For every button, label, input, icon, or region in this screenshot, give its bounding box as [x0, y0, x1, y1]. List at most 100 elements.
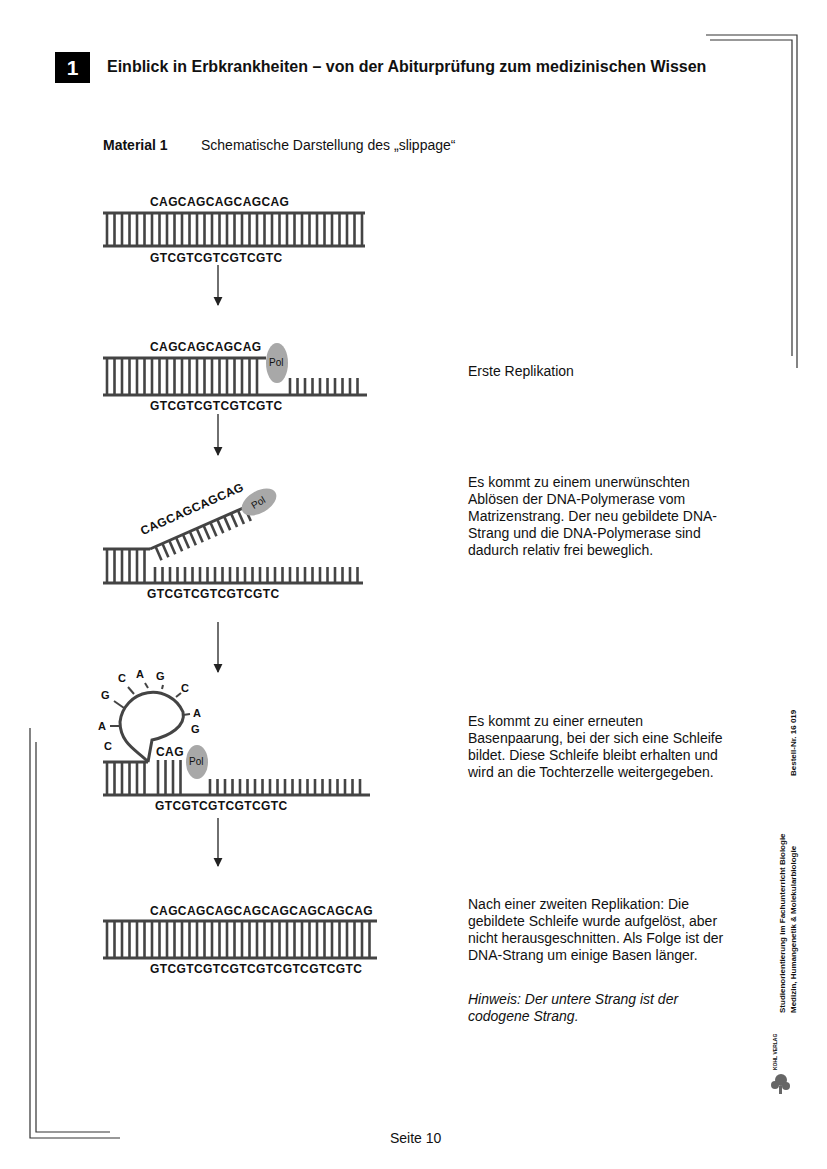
base-pair — [296, 567, 299, 583]
loop-base: C — [181, 682, 189, 694]
base-pair — [121, 549, 124, 583]
base-pair — [176, 567, 179, 583]
base-pair — [106, 921, 109, 958]
base-pair — [158, 358, 161, 395]
base-pair — [319, 378, 322, 395]
base-pair — [341, 567, 344, 583]
base-pair — [261, 779, 264, 795]
base-pair — [356, 378, 359, 395]
base-pair — [359, 779, 362, 795]
base-pair — [172, 760, 175, 795]
base-pair — [278, 213, 281, 246]
step-description: Es kommt zu einer erneuten Basenpaarung,… — [468, 713, 736, 781]
material-caption: Schematische Darstellung des „slippage“ — [201, 137, 455, 154]
base-pair — [221, 567, 224, 583]
loop-base: G — [156, 670, 165, 682]
base-pair — [155, 547, 161, 561]
dna-sequence: GTCGTCGTCGTCGTC — [150, 251, 283, 265]
base-pair — [196, 358, 199, 395]
base-pair — [143, 921, 146, 958]
base-pair — [218, 921, 221, 958]
base-pair — [326, 378, 329, 395]
base-pair — [293, 921, 296, 958]
base-pair — [338, 921, 341, 958]
base-pair — [284, 779, 287, 795]
base-pair — [353, 213, 356, 246]
base-pair — [248, 921, 251, 958]
base-pair — [183, 535, 189, 549]
base-pair — [161, 567, 164, 583]
polymerase-label: Pol — [189, 756, 203, 767]
base-pair — [211, 358, 214, 395]
base-pair — [196, 921, 199, 958]
publisher-logo — [771, 1074, 790, 1094]
base-pair — [331, 921, 334, 958]
base-pair — [181, 921, 184, 958]
base-pair — [128, 213, 131, 246]
base-pair — [316, 921, 319, 958]
step-description: Es kommt zu einem unerwünschten Ablösen … — [468, 474, 736, 559]
base-pair — [321, 779, 324, 795]
base-pair — [231, 513, 237, 527]
base-pair — [329, 779, 332, 795]
base-pair — [281, 567, 284, 583]
base-pair — [211, 213, 214, 246]
base-pair — [263, 921, 266, 958]
base-pair — [121, 921, 124, 958]
base-pair — [164, 760, 167, 795]
dna-sequence: GTCGTCGTCGTCGTC — [155, 799, 288, 813]
base-pair — [136, 921, 139, 958]
base-pair — [351, 779, 354, 795]
base-pair — [254, 779, 257, 795]
base-pair — [256, 213, 259, 246]
base-pair — [301, 921, 304, 958]
dna-sequence: CAG — [156, 745, 184, 759]
base-pair — [248, 358, 251, 395]
base-pair — [293, 213, 296, 246]
loop-stems — [110, 683, 190, 726]
base-pair — [113, 549, 116, 583]
base-pair — [151, 358, 154, 395]
base-pair — [331, 213, 334, 246]
dna-sequence: CAGCAGCAGCAGCAGCAGCAGCAG — [150, 904, 373, 918]
base-pair — [190, 531, 196, 545]
base-pair — [271, 921, 274, 958]
base-pair — [136, 549, 139, 583]
base-pair — [166, 921, 169, 958]
base-pair — [233, 213, 236, 246]
dna-ladders — [103, 213, 377, 958]
base-pair — [304, 378, 307, 395]
base-pair — [361, 213, 364, 246]
base-pair — [113, 358, 116, 395]
step-description: Erste Replikation — [468, 363, 574, 380]
base-pair — [206, 567, 209, 583]
base-pair — [311, 378, 314, 395]
base-pair — [151, 921, 154, 958]
base-pair — [349, 378, 352, 395]
base-pair — [218, 358, 221, 395]
base-pair — [319, 567, 322, 583]
base-pair — [121, 213, 124, 246]
series-subtitle: Medizin, Humangenetik & Molekularbiologi… — [789, 846, 798, 1013]
base-pair — [266, 567, 269, 583]
dna-sequence: GTCGTCGTCGTCGTC — [147, 587, 280, 601]
dna-sequence: CAGCAGCAGCAGCAG — [150, 195, 289, 209]
base-pair — [323, 213, 326, 246]
base-pair — [241, 358, 244, 395]
base-pair — [211, 921, 214, 958]
base-pair — [143, 358, 146, 395]
hint-note: Hinweis: Der untere Strang ist der codog… — [468, 991, 736, 1025]
base-pair — [181, 358, 184, 395]
base-pair — [188, 213, 191, 246]
base-pair — [304, 567, 307, 583]
base-pair — [106, 358, 109, 395]
loop-base: G — [101, 689, 110, 701]
base-pair — [356, 567, 359, 583]
base-pair — [218, 213, 221, 246]
worksheet-title: Einblick in Erbkrankheiten – von der Abi… — [107, 57, 706, 76]
base-pair — [214, 567, 217, 583]
base-pair — [209, 779, 212, 795]
base-pair — [361, 921, 364, 958]
base-pair — [289, 378, 292, 395]
base-pair — [173, 921, 176, 958]
